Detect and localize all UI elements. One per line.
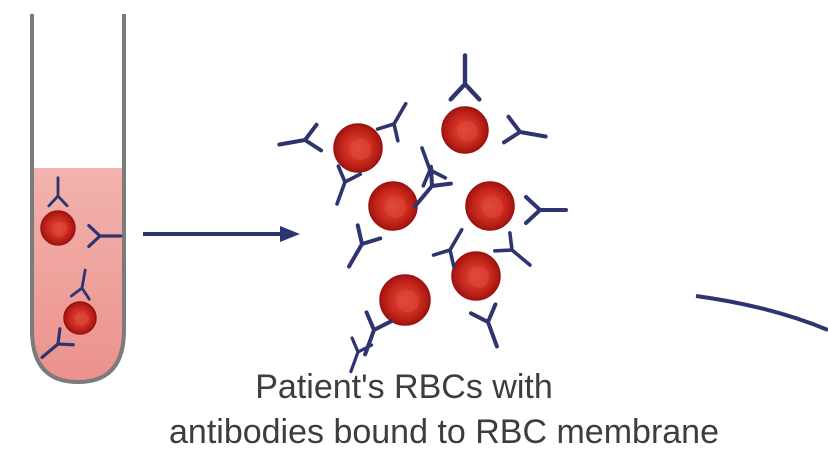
antibody-icon xyxy=(277,125,321,158)
rbc-icon xyxy=(334,124,382,172)
curved-line xyxy=(696,296,828,330)
antibody-icon xyxy=(378,98,416,141)
rbc-icon xyxy=(41,211,75,245)
rbc-icon xyxy=(452,252,500,300)
antibody-icon xyxy=(504,117,548,150)
caption-line-1: Patient's RBCs with xyxy=(0,370,818,404)
rbc-icon xyxy=(442,107,488,153)
rbc-icon xyxy=(369,182,417,230)
antibody-icon xyxy=(526,197,566,223)
rbc-icon xyxy=(64,302,96,334)
antibody-icon xyxy=(495,233,538,274)
antibody-icon xyxy=(411,144,445,186)
caption-line-2: antibodies bound to RBC membrane xyxy=(30,415,828,449)
rbc-icon xyxy=(380,275,430,325)
antibody-icon xyxy=(338,225,381,273)
antibody-icon xyxy=(451,55,480,99)
arrow-right-icon xyxy=(143,226,300,242)
rbc-icon xyxy=(466,182,514,230)
tube-fluid xyxy=(32,168,124,382)
antibody-icon xyxy=(471,304,509,350)
